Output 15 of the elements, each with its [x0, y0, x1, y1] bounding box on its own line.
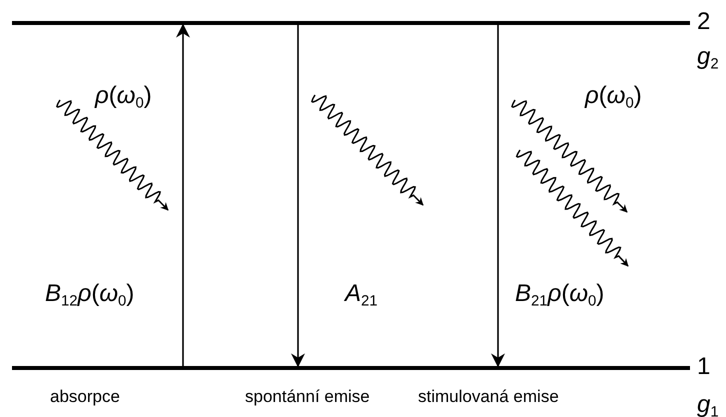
- transition-arrow: [491, 25, 505, 368]
- transition-arrow: [291, 25, 305, 368]
- degeneracy-label: g$_{2}$: [697, 45, 719, 72]
- transition-arrow: [176, 24, 190, 366]
- formula-label: ρ(ω$_{0}$): [585, 84, 642, 112]
- process-caption: absorpce: [50, 388, 120, 405]
- process-caption: spontánní emise: [245, 388, 370, 405]
- formula-label: ρ(ω$_{0}$): [95, 84, 152, 112]
- edge-label: B$_{12}$ρ(ω$_{0}$): [45, 282, 134, 310]
- level-number: 1: [697, 355, 710, 379]
- degeneracy-label: g$_{1}$: [697, 393, 719, 417]
- edge-label: A$_{21}$: [345, 282, 378, 310]
- level-number: 2: [697, 10, 710, 34]
- process-caption: stimulovaná emise: [418, 388, 559, 405]
- edge-label: B$_{21}$ρ(ω$_{0}$): [515, 282, 604, 310]
